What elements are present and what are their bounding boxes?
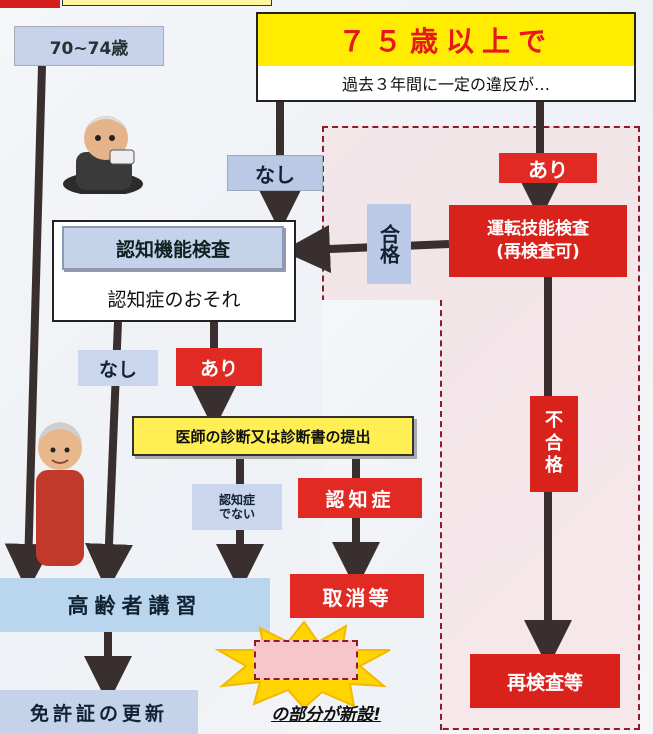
fail-label: 不 合 格 xyxy=(530,396,578,492)
driving-skill-test-box: 運転技能検査 (再検査可) xyxy=(449,205,627,277)
gokaku-label: 合格 xyxy=(367,204,411,284)
nashi-top-label: なし xyxy=(227,155,323,191)
elderly-man-figure-icon xyxy=(63,116,143,194)
elderly-woman-figure-icon xyxy=(36,422,84,566)
elderly-lecture-box: 高齢者講習 xyxy=(0,578,270,632)
driving-skill-test-title: 運転技能検査 xyxy=(487,219,589,240)
fail-char-3: 格 xyxy=(545,455,563,477)
legend-sample-box xyxy=(254,640,358,680)
legend-text: の部分が新設! xyxy=(271,704,381,725)
doctor-diagnosis-box: 医師の診断又は診断書の提出 xyxy=(132,416,414,456)
fail-char-1: 不 xyxy=(545,410,563,432)
nashi-mid-label: なし xyxy=(78,350,158,386)
dementia-label: 認知症 xyxy=(298,478,422,518)
driving-skill-test-note: (再検査可) xyxy=(496,242,580,262)
cognitive-test-subtitle: 認知症のおそれ xyxy=(107,288,241,311)
header-subtitle: 過去３年間に一定の違反が… xyxy=(341,75,550,94)
header-title: ７５歳以上で xyxy=(258,14,634,66)
top-red-strip xyxy=(0,0,60,8)
top-yellow-strip xyxy=(62,0,272,6)
revocation-box: 取消等 xyxy=(290,574,424,618)
age-70-74-label: 70~74歳 xyxy=(14,26,164,66)
license-renewal-box: 免許証の更新 xyxy=(0,690,198,734)
fail-char-2: 合 xyxy=(545,432,563,454)
not-dementia-line1: 認知症 xyxy=(218,492,255,507)
cognitive-test-title: 認知機能検査 xyxy=(62,226,284,270)
header-box: ７５歳以上で 過去３年間に一定の違反が… xyxy=(256,12,636,102)
region-dashed-edge xyxy=(440,300,442,730)
ari-mid-label: あり xyxy=(176,348,262,386)
ari-top-label: あり xyxy=(499,153,597,183)
retest-box: 再検査等 xyxy=(470,654,620,708)
not-dementia-label: 認知症 でない xyxy=(192,484,282,530)
cognitive-test-box: 認知機能検査 認知症のおそれ xyxy=(52,220,296,322)
not-dementia-line2: でない xyxy=(218,507,255,521)
